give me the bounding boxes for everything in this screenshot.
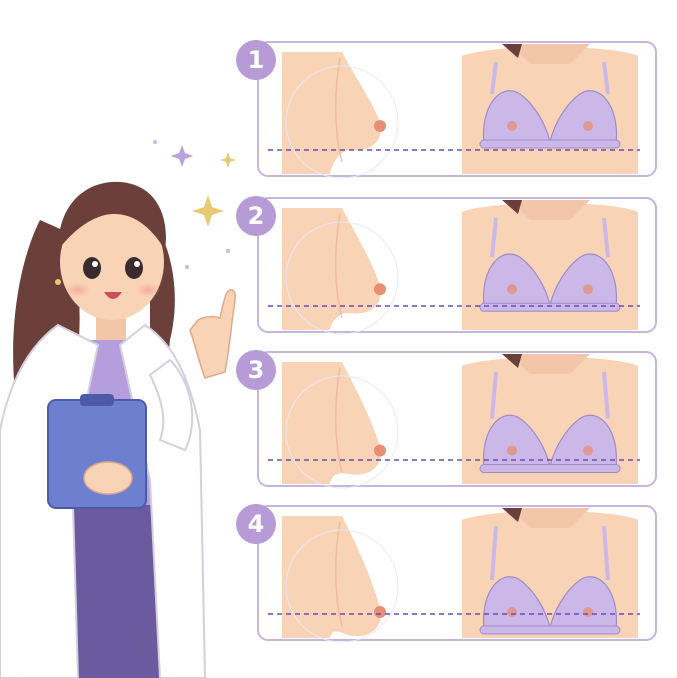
stage-number-badge: 3	[236, 350, 276, 390]
nipple	[374, 606, 386, 618]
stage-panel	[257, 351, 657, 489]
side-profile	[282, 52, 399, 179]
side-profile	[282, 362, 399, 489]
front-view	[462, 44, 638, 174]
stage-panel	[257, 197, 657, 335]
nipple	[374, 444, 386, 457]
bra-cup	[549, 576, 618, 631]
stage-panel	[257, 505, 657, 643]
stage-number-badge: 2	[236, 196, 276, 236]
stage-panel	[257, 41, 657, 179]
right-eye	[125, 257, 143, 279]
side-profile	[282, 208, 399, 335]
front-view	[462, 508, 638, 638]
stage-number: 1	[247, 46, 265, 74]
front-view	[462, 354, 638, 484]
nipple	[374, 120, 386, 132]
bra-cup	[482, 414, 551, 470]
sparkle-icon	[171, 145, 193, 167]
side-profile	[282, 516, 399, 643]
sparkle-icon	[220, 152, 236, 168]
stage-number-badge: 1	[236, 40, 276, 80]
bra-cup	[549, 253, 618, 308]
bra-cup	[549, 414, 618, 470]
left-eye	[83, 257, 101, 279]
bra-cup	[549, 90, 618, 145]
stage-number: 3	[247, 356, 265, 384]
front-view	[462, 200, 638, 330]
bra-cup	[482, 253, 551, 308]
doctor-character	[0, 181, 236, 678]
bra-cup	[482, 576, 551, 631]
mouth	[104, 292, 122, 299]
bra-cup	[482, 90, 551, 145]
sparkle-icon	[192, 195, 224, 227]
stage-number: 2	[247, 202, 265, 230]
stage-number: 4	[247, 510, 265, 538]
nipple	[374, 283, 386, 296]
stage-number-badge: 4	[236, 504, 276, 544]
